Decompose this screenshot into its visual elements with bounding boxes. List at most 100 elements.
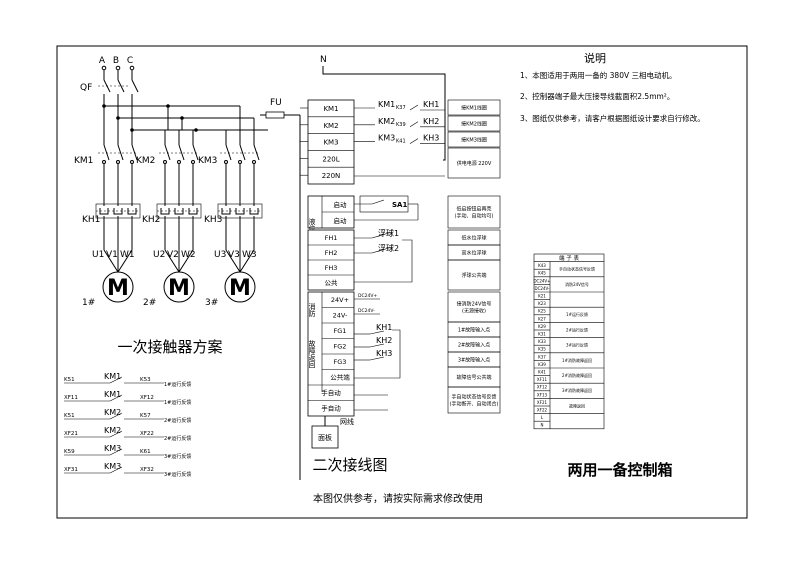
terminal-description: 浮球公共端: [461, 272, 486, 279]
terminal-label: FG2: [334, 343, 347, 351]
interlock-left-terminal: K51: [64, 413, 75, 419]
motor-1-symbol: [102, 271, 134, 303]
terminal-table-id: K23: [538, 301, 546, 306]
terminal-table-id: K41: [538, 370, 546, 375]
terminal-description: 高水位浮球: [461, 250, 486, 257]
terminal-table-id: K39: [538, 362, 546, 367]
motor-branch-1: [95, 106, 141, 273]
terminal-description: 低启按钮启再亮: [456, 206, 491, 213]
km-terminal-label: K41: [396, 139, 406, 145]
fault-group-label: 故障返回: [308, 339, 316, 369]
terminal-w1: W1: [120, 250, 135, 260]
notes-block: 说明 1、本图适用于两用一备的 380V 三相电动机。 2、控制器端子最大压接导…: [520, 51, 705, 123]
terminal-label: 手自动: [321, 388, 341, 397]
big-title: 两用一备控制箱: [567, 461, 672, 479]
terminal-table-function: 1#消防故障返回: [562, 357, 592, 363]
terminal-table-function: 3#消防故障返回: [562, 387, 592, 393]
fu-label: FU: [270, 98, 282, 108]
interlock-coil-label: KM1: [104, 390, 121, 399]
primary-title: 一次接触器方案: [117, 338, 222, 356]
terminal-label: 220N: [322, 172, 341, 180]
phase-label-b: B: [113, 56, 119, 66]
terminal-label: 24V+: [331, 296, 349, 304]
overload-label-kh1: KH1: [82, 215, 100, 225]
terminal-table-id: XF21: [537, 400, 548, 405]
terminal-label: 启动: [334, 216, 348, 225]
network-cable-label: 网线: [340, 417, 354, 426]
terminal-description: 接KM3线圈: [461, 137, 487, 144]
terminal-table-id: K37: [538, 354, 546, 359]
terminal-description: 供电电源 220V: [457, 160, 492, 167]
interlock-tag: 3#运行反馈: [164, 453, 191, 460]
interlock-right-terminal: XF12: [140, 395, 154, 401]
terminal-table-id: K33: [538, 339, 546, 344]
terminal-w3: W3: [242, 250, 257, 260]
terminal-description: 接KM2线圈: [461, 121, 487, 128]
primary-circuit: A B C QF KM1: [74, 56, 268, 356]
terminal-label: FG3: [334, 358, 347, 366]
terminal-label: 公共: [325, 278, 339, 287]
n-label: N: [320, 55, 327, 65]
terminal-u1: U1: [92, 250, 104, 260]
interlock-right-terminal: XF32: [140, 467, 154, 473]
terminal-label: FH3: [325, 264, 338, 272]
fault-relay-label: KH2: [376, 336, 392, 345]
terminal-table-header: 端 子 表: [559, 254, 579, 262]
fault-relay-label: KH3: [376, 349, 392, 358]
interlock-left-terminal: K59: [64, 449, 75, 455]
terminal-description: 手自动状态信号反馈: [451, 394, 496, 401]
terminal-table: 端 子 表K43手自动状态信号反馈K45DC24V+消防24V信号DC24V-K…: [533, 253, 605, 430]
terminal-table-id: K21: [538, 294, 546, 299]
note-2: 2、控制器端子最大压接导线截面积2.5mm²。: [520, 91, 674, 101]
interlock-coil-label: KM3: [104, 444, 121, 453]
interlock-left-terminal: XF11: [64, 395, 78, 401]
note-1: 1、本图适用于两用一备的 380V 三相电动机。: [520, 70, 677, 80]
motor-2-letter: M: [168, 276, 190, 301]
contactor-label-km1: KM1: [74, 156, 93, 166]
terminal-description: 1#故障输入点: [458, 327, 490, 334]
terminal-table-id: K31: [538, 332, 546, 337]
interlock-coil-label: KM1: [104, 372, 121, 381]
terminal-w2: W2: [181, 250, 196, 260]
wire-tag: DC24V-: [358, 308, 375, 314]
terminal-table-id: K35: [538, 347, 546, 352]
terminal-table-id: K27: [538, 316, 546, 321]
interlock-right-terminal: K57: [140, 413, 151, 419]
interlock-tag: 1#运行反馈: [164, 381, 191, 388]
terminal-table-id: DC24V+: [533, 278, 550, 283]
fuse-symbol: [265, 111, 285, 119]
kh-contact-label: KH3: [423, 134, 439, 143]
interlock-right-terminal: XF22: [140, 431, 154, 437]
km-terminal-label: K39: [396, 122, 406, 128]
footer-caption: 本图仅供参考，请按实际需求修改使用: [313, 492, 483, 505]
contactor-label-km3: KM3: [198, 156, 217, 166]
terminal-label: 手自动: [321, 404, 341, 413]
terminal-v2: V2: [167, 250, 179, 260]
secondary-title: 二次接线图: [312, 456, 387, 474]
terminal-description: (无源接收): [462, 308, 486, 315]
motor-3-letter: M: [229, 276, 251, 301]
terminal-description: 故障信号公共端: [456, 374, 491, 381]
terminal-label: 24V-: [333, 312, 348, 320]
terminal-table-id: DC24V-: [535, 286, 550, 291]
terminal-u3: U3: [214, 250, 226, 260]
terminal-u2: U2: [153, 250, 165, 260]
km-coil-label: KM3: [378, 134, 395, 143]
overload-label-kh2: KH2: [142, 215, 160, 225]
kh-contact-label: KH1: [423, 100, 439, 109]
terminal-description: 2#故障输入点: [458, 342, 490, 349]
motor-branch-3: [217, 130, 263, 273]
interlock-right-terminal: K53: [140, 377, 151, 383]
terminal-description: 接消防24V信号: [457, 301, 492, 308]
phase-label-c: C: [127, 56, 133, 66]
terminal-label: FH1: [325, 234, 338, 242]
